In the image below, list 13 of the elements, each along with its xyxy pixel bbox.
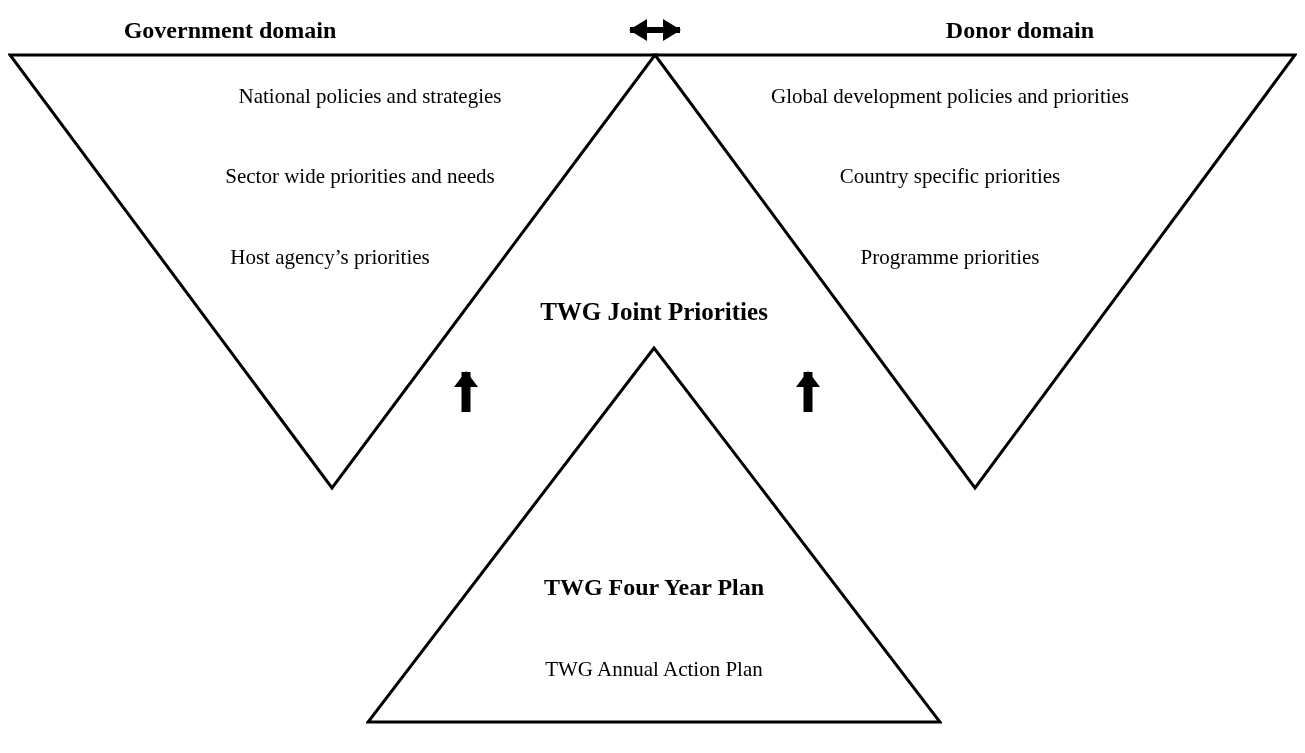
- priority-text: Global development policies and priorities: [770, 84, 1130, 110]
- triangle: [366, 345, 942, 725]
- heading: Donor domain: [945, 16, 1095, 45]
- priority-text: TWG Annual Action Plan: [545, 657, 763, 683]
- priority-text: Host agency’s priorities: [230, 245, 430, 271]
- priority-text: Sector wide priorities and needs: [225, 164, 495, 190]
- heading: Government domain: [123, 16, 337, 45]
- heading: TWG Joint Priorities: [540, 297, 768, 327]
- heading: TWG Four Year Plan: [543, 573, 765, 602]
- priority-text: Programme priorities: [860, 245, 1040, 271]
- priority-text: National policies and strategies: [238, 84, 502, 110]
- double-arrow: [629, 19, 681, 41]
- priority-text: Country specific priorities: [839, 164, 1061, 190]
